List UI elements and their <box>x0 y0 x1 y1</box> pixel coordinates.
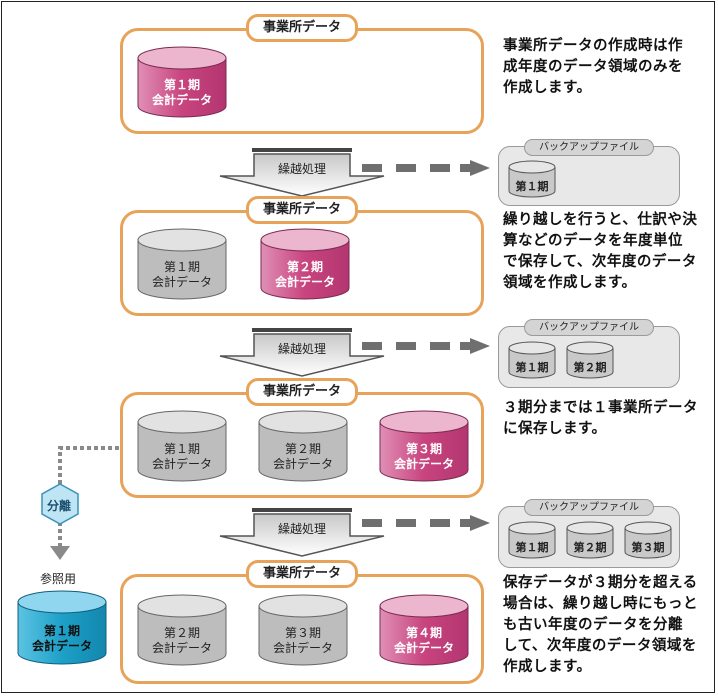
separation-dotted-line <box>50 446 140 560</box>
backup-db-label: 第３期 <box>631 541 665 554</box>
db-label-ledger: 会計データ <box>151 641 212 655</box>
office-data-title-3: 事業所データ <box>245 378 359 406</box>
db-label-ledger: 会計データ <box>272 641 333 655</box>
desc-line: 成年度のデータ領域のみを <box>503 59 683 75</box>
desc-line: 場合は、繰り越し時にもっと <box>503 596 698 612</box>
db-label-ledger: 会計データ <box>31 639 92 653</box>
backup-dashed-arrow-3 <box>362 515 490 531</box>
backup-file-title-2: バックアップファイル <box>524 319 654 336</box>
office-data-title-2: 事業所データ <box>245 196 359 224</box>
desc-line: も古い年度のデータを分離 <box>503 617 683 633</box>
stage1-description: 事業所データの作成時は作 成年度のデータ領域のみを 作成します。 <box>503 36 683 99</box>
db-label-ledger: 会計データ <box>151 275 212 289</box>
db-label-period: 第２期 <box>284 442 321 456</box>
desc-line: 作成します。 <box>503 80 592 96</box>
ledger-db-stage2-period2: 第２期 会計データ <box>260 228 350 300</box>
backup3-db-period2: 第２期 <box>566 521 614 559</box>
stage3-description: ３期分までは１事業所データ に保存します。 <box>503 398 698 440</box>
desc-line: に保存します。 <box>503 421 607 437</box>
ledger-db-stage3-period2: 第２期 会計データ <box>258 410 348 482</box>
desc-line: して、次年度のデータ領域を <box>503 638 697 654</box>
desc-line: 領域を作成します。 <box>503 275 637 291</box>
backup-file-title-3: バックアップファイル <box>524 499 654 516</box>
db-label-ledger: 会計データ <box>393 641 454 655</box>
carryover-label-3: 繰越処理 <box>277 522 327 536</box>
db-label-period: 第３期 <box>405 442 442 456</box>
ledger-db-stage3-period1: 第１期 会計データ <box>137 410 227 482</box>
desc-line: ３期分までは１事業所データ <box>503 400 698 416</box>
backup-file-title-1: バックアップファイル <box>524 139 654 156</box>
backup-db-label: 第２期 <box>573 541 607 554</box>
ledger-db-stage4-period4: 第４期 会計データ <box>379 594 469 666</box>
desc-line: 事業所データの作成時は作 <box>503 38 683 54</box>
desc-line: 作成します。 <box>503 659 592 675</box>
office-data-title-4: 事業所データ <box>245 560 359 588</box>
office-data-title-1: 事業所データ <box>245 14 359 42</box>
desc-line: で保存して、次年度のデータ <box>503 254 697 270</box>
backup2-db-period1: 第１期 <box>508 341 556 379</box>
stage4-description: 保存データが３期分を超える 場合は、繰り越し時にもっと も古い年度のデータを分離… <box>503 573 698 678</box>
db-label-ledger: 会計データ <box>274 275 335 289</box>
ledger-db-stage1-period1: 第１期 会計データ <box>137 46 227 118</box>
ledger-db-stage4-period2: 第２期 会計データ <box>137 594 227 666</box>
separate-label: 分離 <box>47 499 72 513</box>
db-label-period: 第１期 <box>163 78 200 92</box>
carryover-arrow-2 <box>219 328 385 377</box>
backup3-db-period1: 第１期 <box>508 521 556 559</box>
backup-db-label: 第１期 <box>515 180 549 193</box>
db-label-period: 第１期 <box>163 442 200 456</box>
db-label-ledger: 会計データ <box>151 457 212 471</box>
backup-db-label: 第２期 <box>573 361 607 374</box>
ledger-db-stage2-period1: 第１期 会計データ <box>137 228 227 300</box>
db-label-period: 第４期 <box>405 626 442 640</box>
backup-db-label: 第１期 <box>515 361 549 374</box>
reference-ledger-db-period1: 第１期 会計データ <box>17 590 107 666</box>
db-label-ledger: 会計データ <box>393 457 454 471</box>
backup2-db-period2: 第２期 <box>566 341 614 379</box>
reference-label: 参照用 <box>40 572 77 586</box>
desc-line: 保存データが３期分を超える <box>503 575 698 591</box>
backup-dashed-arrow-1 <box>362 160 490 176</box>
backup-dashed-arrow-2 <box>362 338 490 354</box>
db-label-period: 第２期 <box>286 260 323 274</box>
db-label-period: 第１期 <box>43 624 80 638</box>
db-label-period: 第１期 <box>163 260 200 274</box>
ledger-db-stage3-period3: 第３期 会計データ <box>379 410 469 482</box>
ledger-db-stage4-period3: 第３期 会計データ <box>258 594 348 666</box>
db-label-ledger: 会計データ <box>272 457 333 471</box>
carryover-arrow-1 <box>219 148 385 197</box>
backup1-db-period1: 第１期 <box>508 160 556 198</box>
separate-hexagon <box>41 483 79 525</box>
carryover-arrow-3 <box>219 508 385 557</box>
carryover-label-2: 繰越処理 <box>277 342 327 356</box>
stage2-description: 繰り越しを行うと、仕訳や決 算などのデータを年度単位 で保存して、次年度のデータ… <box>503 210 697 294</box>
db-label-ledger: 会計データ <box>151 93 212 107</box>
desc-line: 算などのデータを年度単位 <box>503 233 683 249</box>
db-label-period: 第３期 <box>284 626 321 640</box>
desc-line: 繰り越しを行うと、仕訳や決 <box>503 212 698 228</box>
backup-db-label: 第１期 <box>515 541 549 554</box>
carryover-label-1: 繰越処理 <box>277 162 327 176</box>
db-label-period: 第２期 <box>163 626 200 640</box>
backup3-db-period3: 第３期 <box>624 521 672 559</box>
